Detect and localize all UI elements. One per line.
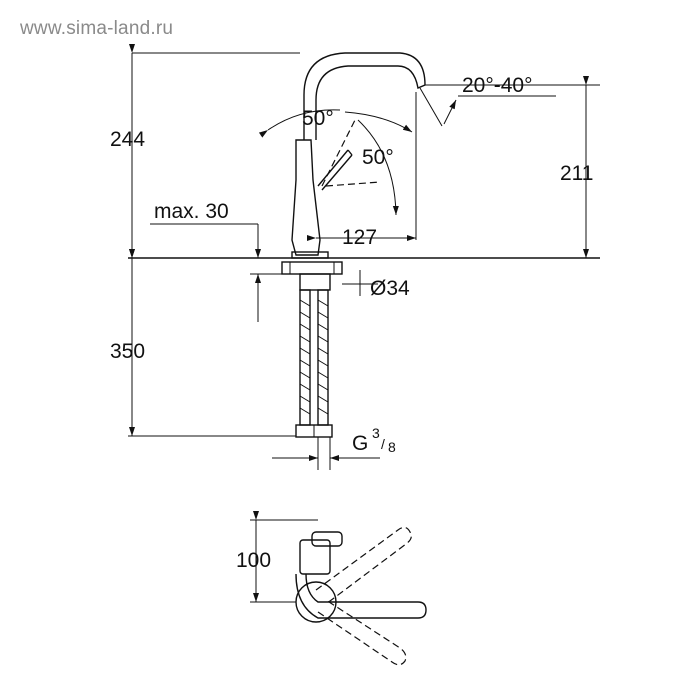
dim-height-211: 211 <box>560 162 593 185</box>
faucet-top-view <box>295 526 427 666</box>
dim-angle-lever-1: 50° <box>302 107 334 130</box>
mounting-hardware <box>281 261 343 438</box>
dim-angle-spout: 20°-40° <box>462 74 533 97</box>
dim-thread-g: G <box>352 432 368 455</box>
dim-max-thickness: max. 30 <box>154 200 229 223</box>
thread-fraction-slash: / <box>381 436 385 452</box>
dim-depth-100: 100 <box>236 549 271 572</box>
dim-thread-numerator: 3 <box>372 425 380 441</box>
dim-angle-lever-2: 50° <box>362 146 394 169</box>
dim-hole-diameter: Ø34 <box>370 277 410 300</box>
dim-reach-127: 127 <box>342 226 377 249</box>
dim-height-244: 244 <box>110 128 145 151</box>
watermark-text: www.sima-land.ru <box>20 18 174 39</box>
dim-hose-350: 350 <box>110 340 145 363</box>
dim-thread-denominator: 8 <box>388 439 396 455</box>
